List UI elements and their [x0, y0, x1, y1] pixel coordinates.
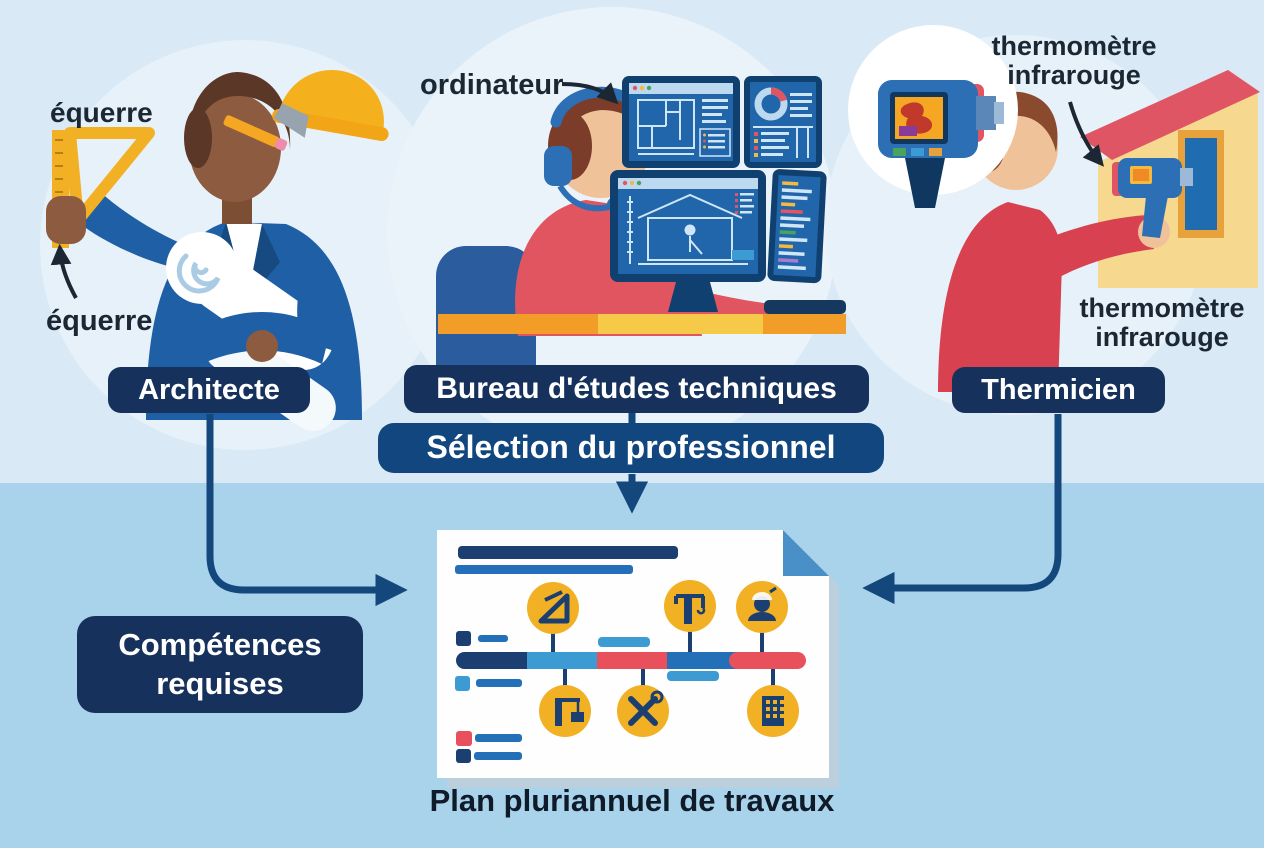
timeline-bar	[456, 652, 806, 669]
infrared-thermometer-icon	[1112, 158, 1193, 238]
annotation-arrow-ordinateur	[561, 82, 619, 105]
thermometre-label-bottom: thermomètre infrarouge	[1079, 293, 1245, 353]
plan-title: Plan pluriannuel de travaux	[429, 783, 835, 818]
timeline-icon-tower-crane	[664, 580, 716, 632]
badge-selection-professionnel: Sélection du professionnel	[378, 423, 884, 473]
thermometre-label-top: thermomètre infrarouge	[991, 31, 1157, 91]
arrow-architecte-to-plan	[206, 414, 408, 607]
pencil-icon	[223, 115, 288, 151]
keyboard-icon	[764, 300, 846, 314]
arrow-thermicien-to-plan	[862, 414, 1062, 605]
monitor-floorplan-icon	[622, 76, 740, 168]
infrared-thermometer-inset	[848, 25, 1018, 208]
badge-architecte: Architecte	[108, 367, 310, 413]
timeline-connectors	[551, 630, 775, 687]
badge-competences-requises: Compétences requises	[77, 616, 363, 713]
badge-thermicien: Thermicien	[952, 367, 1165, 413]
timeline-icon-crane-load	[539, 685, 591, 737]
equerre-label-bottom: équerre	[46, 305, 153, 337]
timeline-icon-construction-worker	[736, 581, 788, 633]
document-legend	[455, 631, 522, 763]
thermal-engineer-figure	[848, 25, 1260, 392]
architect-hand	[46, 196, 86, 244]
monitor-dashboard-icon	[744, 76, 822, 168]
timeline-icon-building	[747, 685, 799, 737]
annotation-arrow-thermometre	[1068, 101, 1104, 167]
annotation-arrow-equerre	[50, 243, 78, 299]
ordinateur-label: ordinateur	[420, 69, 564, 101]
monitor-code-icon	[767, 169, 827, 284]
badge-bureau-etudes: Bureau d'études techniques	[404, 365, 869, 413]
timeline-icon-crossed-tools	[617, 685, 669, 737]
monitor-house-icon	[610, 170, 766, 312]
hard-hat-icon	[272, 70, 389, 141]
equerre-label-top: équerre	[50, 97, 153, 128]
plan-document	[437, 530, 839, 788]
timeline-icon-set-square	[527, 582, 579, 634]
document-fold-corner	[783, 530, 829, 576]
